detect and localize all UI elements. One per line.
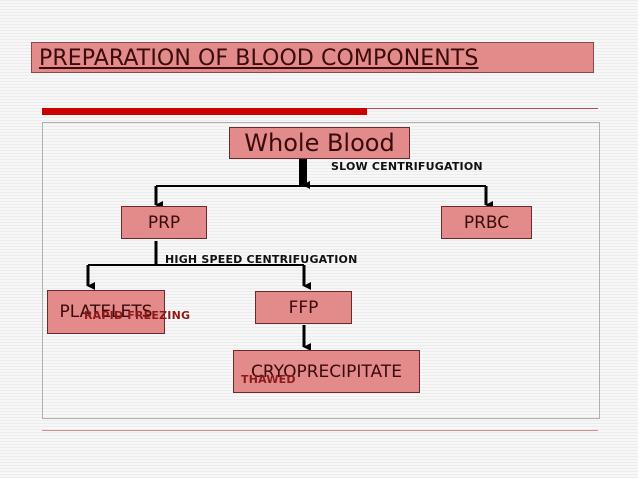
node-prbc: PRBC [441, 206, 532, 239]
divider-bottom [42, 430, 598, 431]
note-rapid-freezing: RAPID FREEZING [84, 309, 191, 322]
node-ffp: FFP [255, 291, 352, 324]
node-prp-label: PRP [147, 212, 181, 233]
title-banner: PREPARATION OF BLOOD COMPONENTS [31, 42, 594, 73]
diagram-panel [42, 122, 600, 419]
note-thawed: THAWED [241, 373, 296, 386]
node-cryo-label: CRYOPRECIPITATE [251, 361, 402, 382]
node-platelets: PLATELETS [47, 290, 165, 334]
slide-title: PREPARATION OF BLOOD COMPONENTS [39, 46, 479, 71]
node-prp: PRP [121, 206, 207, 239]
node-cryoprecipitate: CRYOPRECIPITATE [233, 350, 420, 393]
node-platelets-label: PLATELETS [59, 302, 153, 322]
node-whole-blood: Whole Blood [229, 127, 410, 159]
note-slow-centrifugation: SLOW CENTRIFUGATION [331, 160, 483, 173]
note-high-speed-centrifugation: HIGH SPEED CENTRIFUGATION [165, 253, 358, 266]
divider-accent [42, 108, 367, 115]
node-prbc-label: PRBC [463, 212, 510, 233]
node-whole-blood-label: Whole Blood [244, 129, 395, 157]
node-ffp-label: FFP [288, 297, 319, 318]
